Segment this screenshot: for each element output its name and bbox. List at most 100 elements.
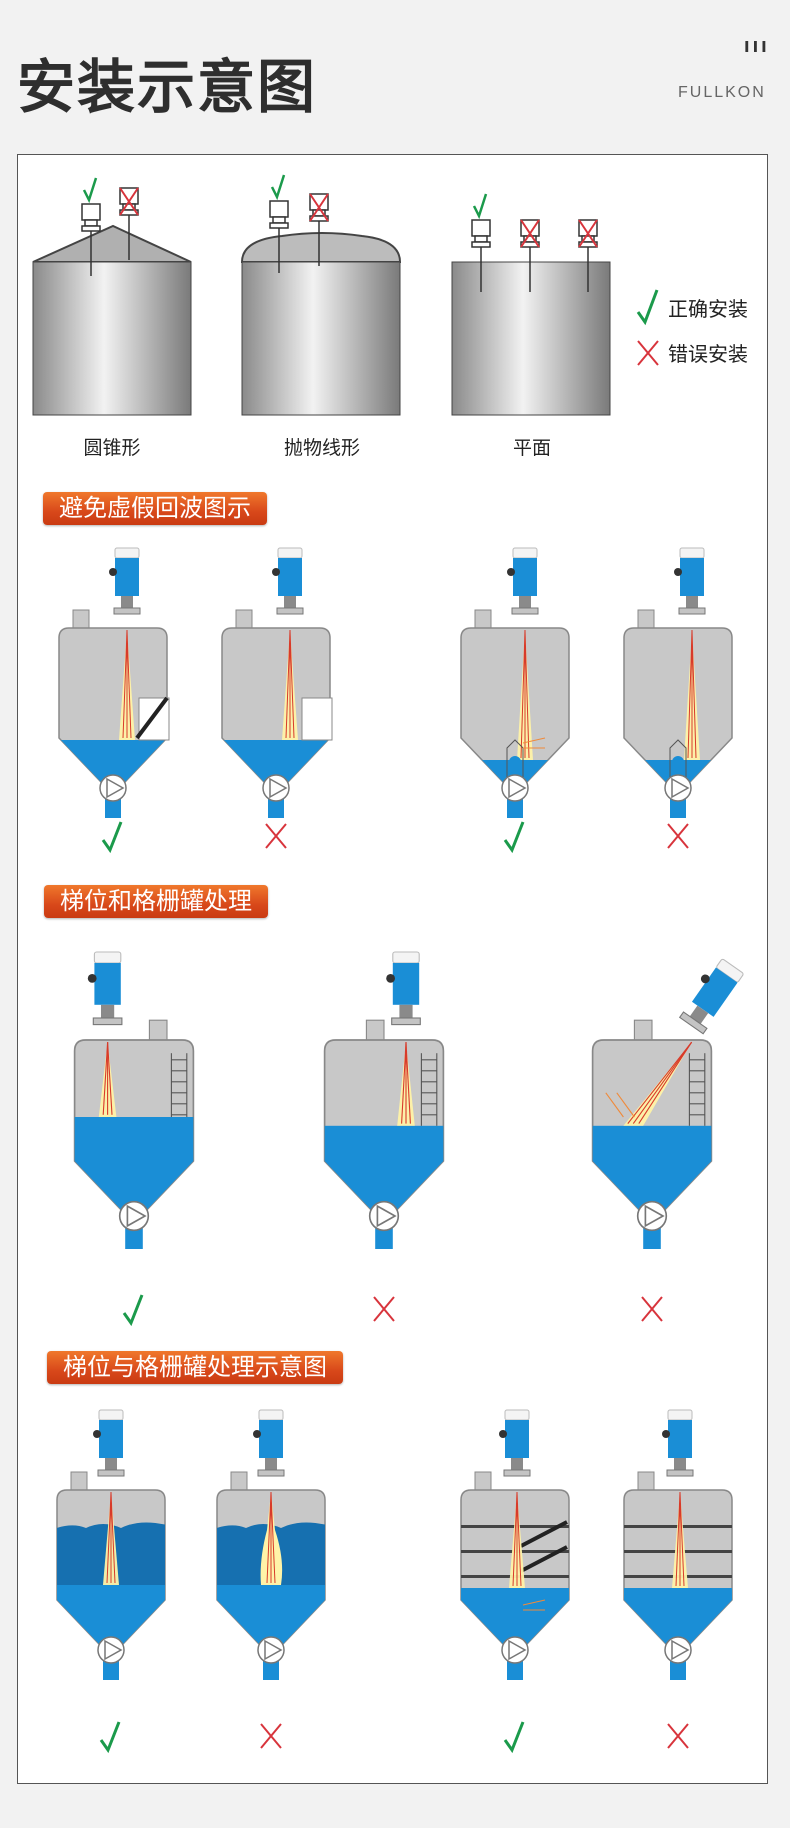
tank-nozzle <box>637 1471 655 1493</box>
ladder <box>170 1053 188 1117</box>
check-icon <box>503 1721 525 1754</box>
pump-icon <box>118 1200 150 1232</box>
silo-body <box>623 627 733 783</box>
tank-cone-roof <box>32 177 192 416</box>
radar-level-sensor <box>674 547 706 615</box>
echo-lines <box>687 629 697 759</box>
pump-icon <box>501 1636 529 1664</box>
page-title: 安装示意图 <box>17 53 318 121</box>
pump-icon <box>257 1636 285 1664</box>
tank-label-dome: 抛物线形 <box>283 437 360 459</box>
check-icon <box>82 177 98 204</box>
cross-icon <box>667 823 689 849</box>
silo-diagram-baffle <box>58 547 170 818</box>
wrong-mark <box>373 1296 395 1322</box>
echo-lines <box>627 1041 693 1124</box>
brand-mark: III <box>744 38 770 56</box>
echo-lines <box>512 1491 522 1587</box>
legend-correct-label: 正确安装 <box>668 297 748 321</box>
cross-icon <box>667 1723 689 1749</box>
section-header-ladder-grid: 梯位和格栅罐处理 <box>44 885 268 918</box>
legend-cross-icon <box>637 340 659 366</box>
pump-icon <box>262 774 290 802</box>
pump-icon <box>501 774 529 802</box>
check-icon <box>503 821 525 854</box>
deflector <box>520 1520 568 1548</box>
tank-nozzle <box>148 1019 168 1043</box>
silo-diagram-foam-ok <box>56 1409 166 1680</box>
correct-mark <box>503 1721 525 1754</box>
false-echo-arrows <box>605 1092 635 1118</box>
pump-icon <box>368 1200 400 1232</box>
false-echo-arrows <box>522 737 546 749</box>
echo-lines <box>401 1042 411 1124</box>
silo-diagram-step <box>221 547 333 818</box>
check-icon <box>101 821 123 854</box>
outlet-pipe <box>263 1658 279 1680</box>
correct-mark <box>101 821 123 854</box>
cross-icon <box>641 1296 663 1322</box>
pump-icon <box>636 1200 668 1232</box>
correct-sensor-position <box>81 177 101 276</box>
outlet-pipe <box>643 1224 661 1249</box>
tank-body <box>32 261 192 416</box>
tank-body <box>241 261 401 416</box>
radar-level-sensor <box>109 547 141 615</box>
pump-icon <box>664 774 692 802</box>
silo-diagram-foam-bad <box>216 1409 326 1680</box>
tank-nozzle <box>230 1471 248 1493</box>
silo-diagram-grid-ok <box>460 1409 570 1680</box>
echo-lines <box>266 1491 276 1584</box>
wrong-mark <box>260 1723 282 1749</box>
radar-level-sensor <box>87 951 123 1026</box>
section-header-false-echo: 避免虚假回波图示 <box>43 492 267 525</box>
radar-level-sensor <box>499 1409 531 1477</box>
cross-icon <box>265 823 287 849</box>
correct-mark <box>99 1721 121 1754</box>
false-echo-arrows <box>522 1599 546 1611</box>
correct-sensor-position <box>269 174 289 273</box>
tank-label-flat: 平面 <box>512 437 551 459</box>
section-header-ladder-grid-diagram: 梯位与格栅罐处理示意图 <box>47 1351 343 1384</box>
tank-nozzle <box>633 1019 653 1043</box>
deflector <box>520 1545 568 1573</box>
echo-lines <box>675 1491 685 1587</box>
silo-diagram-grid-bad <box>623 1409 733 1680</box>
echo-lines <box>102 1042 113 1115</box>
correct-mark <box>122 1294 144 1327</box>
radar-level-sensor <box>272 547 304 615</box>
outlet-pipe <box>375 1224 393 1249</box>
ladder <box>688 1053 706 1126</box>
outlet-pipe <box>670 796 686 818</box>
ladder <box>420 1053 438 1126</box>
silo-body <box>460 627 570 783</box>
silo-diagram-ladder-ok <box>73 951 195 1249</box>
echo-lines <box>106 1491 116 1584</box>
tank-dome-roof <box>240 174 402 416</box>
outlet-pipe <box>103 1658 119 1680</box>
tank-nozzle <box>72 609 90 631</box>
outlet-pipe <box>507 796 523 818</box>
baffle-plate <box>135 696 169 740</box>
correct-sensor-position <box>471 193 491 292</box>
echo-lines <box>520 629 530 759</box>
brand-name: FULLKON <box>678 84 766 101</box>
legend-wrong-label: 错误安装 <box>668 342 748 366</box>
wrong-mark <box>641 1296 663 1322</box>
silo-diagram-ladder-angled <box>591 958 744 1249</box>
pump-icon <box>99 774 127 802</box>
outlet-pipe <box>670 1658 686 1680</box>
wrong-sensor-position <box>578 219 598 292</box>
echo-lines <box>122 629 132 739</box>
outlet-pipe <box>268 796 284 818</box>
wrong-mark <box>667 823 689 849</box>
wrong-mark <box>667 1723 689 1749</box>
tank-nozzle <box>474 609 492 631</box>
tank-nozzle <box>637 609 655 631</box>
correct-mark <box>503 821 525 854</box>
outlet-pipe <box>507 1658 523 1680</box>
radar-level-sensor <box>93 1409 125 1477</box>
cross-icon <box>373 1296 395 1322</box>
silo-diagram-obstacle-ok <box>460 547 570 818</box>
wrong-sensor-position <box>520 219 540 292</box>
